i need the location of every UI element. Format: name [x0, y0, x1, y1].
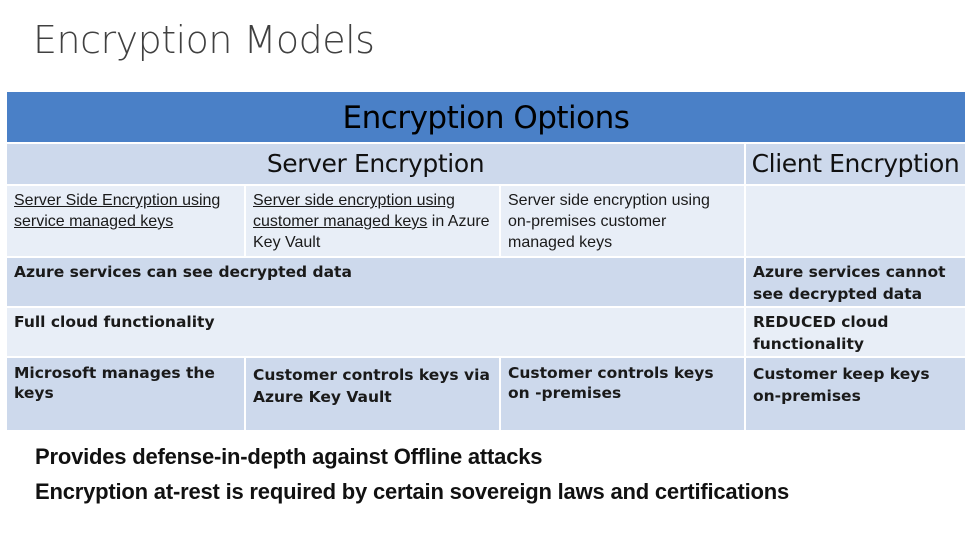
- functionality-client: REDUCED cloud functionality: [746, 308, 965, 356]
- client-encryption-label: Client Encryption: [751, 149, 960, 178]
- keys-onprem-text: Customer controls keys on -premises: [508, 364, 714, 402]
- model-service-keys: Server Side Encryption using service man…: [7, 186, 244, 256]
- customer-keys-text: Server side encryption using customer ma…: [253, 192, 455, 230]
- visibility-server-text: Azure services can see decrypted data: [14, 263, 352, 281]
- encryption-options-table: Encryption Options Server Encryption Cli…: [7, 92, 965, 430]
- service-keys-text: Server Side Encryption using service man…: [14, 192, 221, 230]
- keys-customer-text: Customer controls keys via Azure Key Vau…: [253, 366, 490, 406]
- visibility-client: Azure services cannot see decrypted data: [746, 258, 965, 306]
- visibility-server: Azure services can see decrypted data: [7, 258, 744, 306]
- keys-client: Customer keep keys on-premises: [746, 358, 965, 430]
- footer-sovereign-laws: Encryption at-rest is required by certai…: [35, 479, 790, 504]
- model-onprem-keys: Server side encryption using on-premises…: [501, 186, 744, 256]
- model-customer-keys: Server side encryption using customer ma…: [246, 186, 499, 256]
- functionality-server-text: Full cloud functionality: [14, 313, 215, 331]
- keys-client-text: Customer keep keys on-premises: [753, 365, 930, 405]
- footer-defense-in-depth: Provides defense-in-depth against Offlin…: [35, 444, 543, 469]
- encryption-options-header: Encryption Options: [7, 92, 965, 142]
- server-encryption-label: Server Encryption: [266, 149, 485, 178]
- client-encryption-header: Client Encryption: [746, 144, 965, 184]
- keys-customer: Customer controls keys via Azure Key Vau…: [246, 358, 499, 430]
- functionality-server: Full cloud functionality: [7, 308, 744, 356]
- keys-service: Microsoft manages the keys: [7, 358, 244, 430]
- functionality-client-text: REDUCED cloud functionality: [753, 313, 889, 353]
- keys-service-text: Microsoft manages the keys: [14, 364, 215, 402]
- customer-keys-suffix: in Azure Key Vault: [253, 213, 490, 251]
- keys-onprem: Customer controls keys on -premises: [501, 358, 744, 430]
- visibility-client-text: Azure services cannot see decrypted data: [753, 263, 946, 303]
- onprem-keys-text: Server side encryption using on-premises…: [508, 192, 710, 251]
- slide-title: Encryption Models: [33, 18, 375, 62]
- server-encryption-header: Server Encryption: [7, 144, 744, 184]
- model-client: [746, 186, 965, 256]
